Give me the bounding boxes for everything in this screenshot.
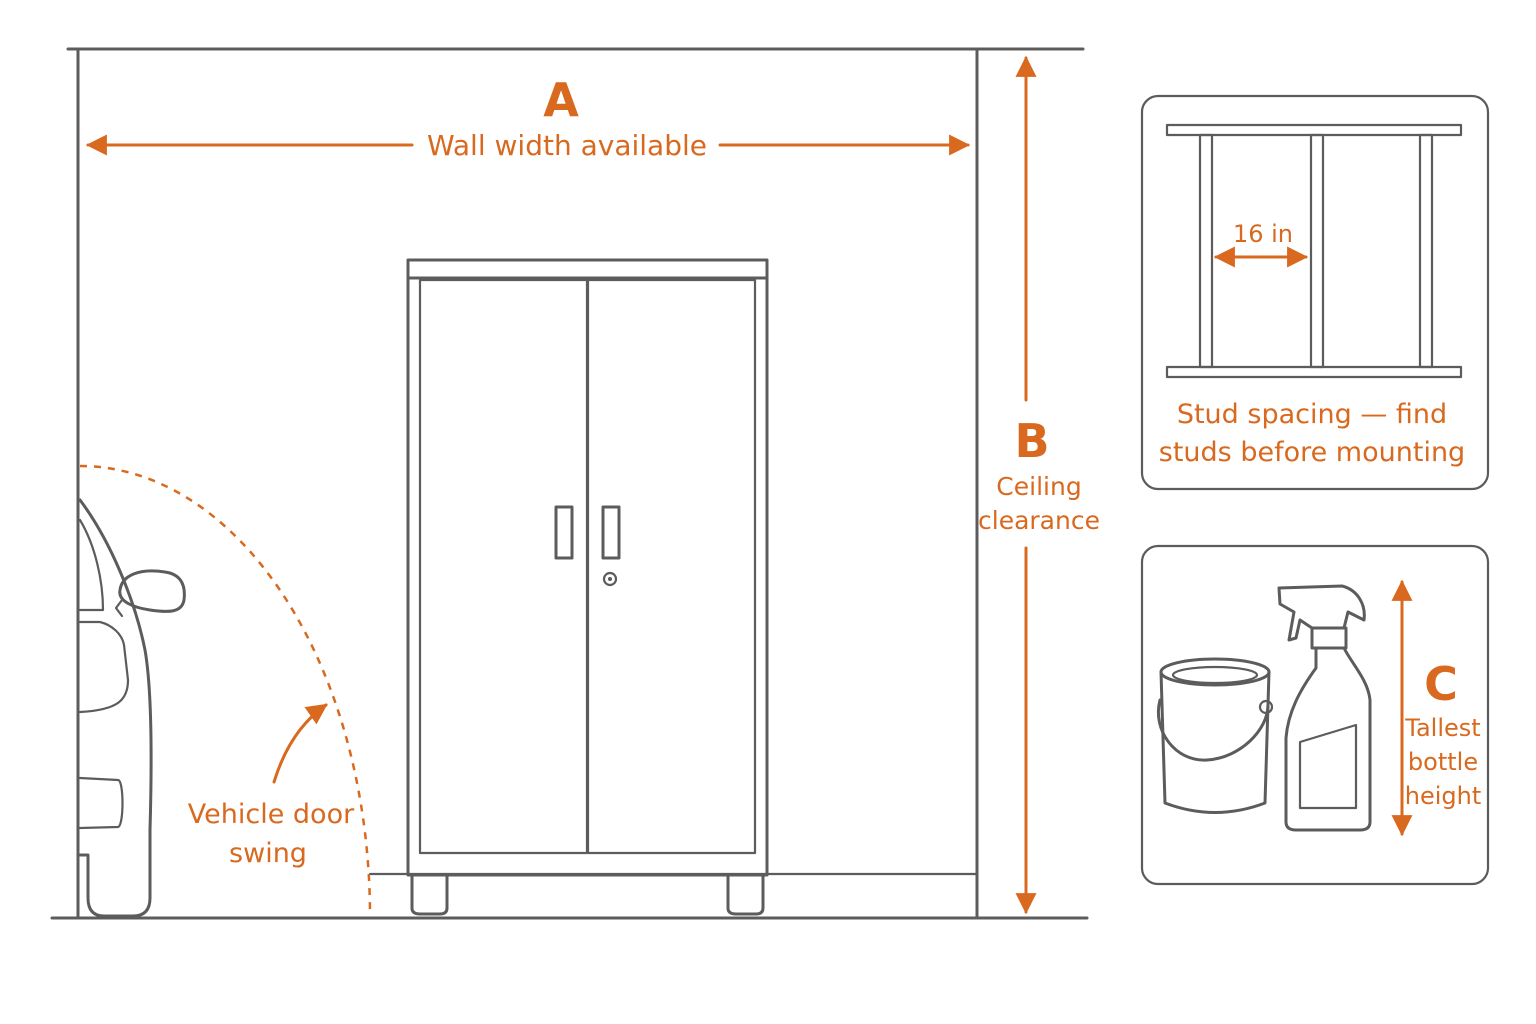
dimension-b-letter: B — [1014, 414, 1049, 468]
dimension-b: B Ceiling clearance — [978, 55, 1100, 915]
dimension-a-letter: A — [543, 73, 579, 127]
dimension-c-letter: C — [1424, 657, 1458, 711]
dimension-c-label-line2: bottle — [1408, 748, 1478, 776]
spray-bottle-icon — [1277, 584, 1372, 832]
door-swing-label-line2: swing — [229, 838, 307, 869]
stud-measure-label: 16 in — [1233, 220, 1293, 248]
door-swing-label-line1: Vehicle door — [188, 799, 355, 830]
cabinet-icon — [406, 258, 769, 916]
dimension-b-label-line2: clearance — [978, 506, 1100, 535]
stud-caption-line1: Stud spacing — find — [1177, 399, 1447, 430]
paint-can-icon — [1157, 657, 1274, 814]
dimension-c-label-line1: Tallest — [1404, 714, 1480, 742]
vehicle-door-swing: Vehicle door swing — [79, 464, 372, 917]
stud-caption-line2: studs before mounting — [1159, 437, 1465, 468]
stud-spacing-panel: 16 in Stud spacing — find studs before m… — [1140, 94, 1490, 491]
dimension-a: A Wall width available — [85, 73, 971, 162]
dimension-b-label-line1: Ceiling — [996, 472, 1081, 501]
dimension-a-label: Wall width available — [427, 129, 707, 162]
wall-outline — [50, 47, 1089, 920]
car-icon — [78, 498, 186, 918]
bottle-height-panel: C Tallest bottle height — [1140, 544, 1490, 886]
wall-studs-icon — [1165, 123, 1463, 379]
dimension-c-label-line3: height — [1405, 782, 1482, 810]
